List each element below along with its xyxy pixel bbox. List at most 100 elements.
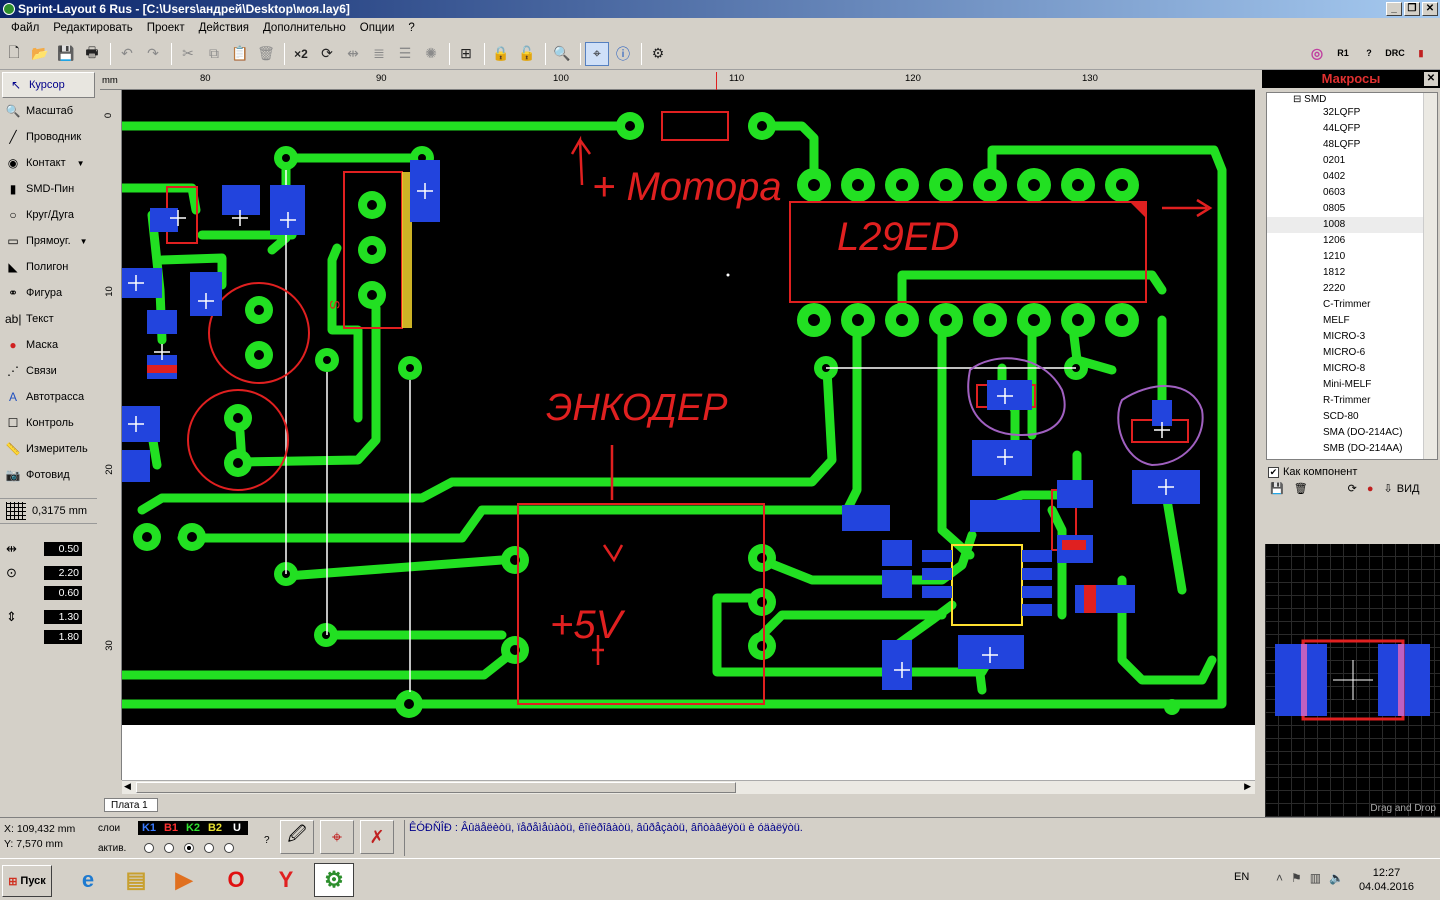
zoom-icon[interactable]: 🔍: [553, 45, 571, 61]
radio-b2[interactable]: [204, 843, 214, 853]
question-icon[interactable]: ?: [1366, 48, 1372, 58]
macros-tree[interactable]: ⊟ SMD 32LQFP 44LQFP 48LQFP 0201 0402 060…: [1266, 92, 1438, 460]
group-icon[interactable]: ⊞: [460, 45, 472, 61]
grid-selector[interactable]: 0,3175 mm: [0, 498, 97, 524]
settings-icon[interactable]: ✺: [425, 45, 437, 61]
crosshair-icon[interactable]: ⌖: [320, 820, 354, 854]
copy-icon[interactable]: ⧉: [209, 45, 219, 61]
list-item[interactable]: R-Trimmer: [1323, 395, 1371, 406]
tool-connections[interactable]: ⋰Связи: [0, 358, 97, 384]
layer-k1[interactable]: K1: [138, 821, 160, 835]
media-icon[interactable]: ▶: [175, 867, 193, 892]
list-item[interactable]: MICRO-6: [1323, 347, 1366, 358]
open-folder-icon[interactable]: 📂: [31, 45, 49, 61]
opera-icon[interactable]: O: [227, 867, 245, 892]
horizontal-scrollbar[interactable]: ◀ ▶: [122, 780, 1255, 794]
layer-k2[interactable]: K2: [182, 821, 204, 835]
chevron-up-icon[interactable]: ˄: [1276, 871, 1284, 885]
list-item[interactable]: 2220: [1323, 283, 1346, 294]
as-component-checkbox[interactable]: ✔: [1268, 466, 1279, 478]
list-item-selected[interactable]: 1008: [1267, 217, 1437, 233]
flag-icon[interactable]: ⚑: [1291, 871, 1302, 885]
list-item[interactable]: 1812: [1323, 267, 1346, 278]
menu-edit[interactable]: Редактировать: [53, 22, 133, 34]
menu-file[interactable]: Файл: [11, 22, 40, 34]
list-item[interactable]: 0603: [1323, 187, 1346, 198]
undo-icon[interactable]: ↶: [121, 45, 133, 61]
delete-icon[interactable]: 🗑: [257, 45, 275, 61]
rotate-icon[interactable]: ⟳: [1347, 483, 1357, 495]
snap-icon[interactable]: ⌖: [585, 41, 609, 66]
tool-check[interactable]: ☐Контроль: [0, 410, 97, 436]
tool-photoview[interactable]: 📷Фотовид: [0, 462, 97, 488]
list-item[interactable]: SCD-80: [1323, 411, 1359, 422]
scroll-thumb[interactable]: [136, 782, 736, 793]
radio-k2[interactable]: [184, 843, 194, 853]
duplicate-button[interactable]: ×2: [294, 46, 308, 61]
pcb-drawing[interactable]: + Мотора L29ED ЭНКОДЕР +5V S: [117, 90, 1255, 725]
pad-icon[interactable]: ◎: [1310, 44, 1324, 61]
menu-project[interactable]: Проект: [146, 22, 185, 34]
distribute-icon[interactable]: ☰: [398, 45, 412, 61]
list-item[interactable]: MICRO-3: [1323, 331, 1366, 342]
network-icon[interactable]: ▥: [1309, 871, 1322, 885]
download-icon[interactable]: ⇩: [1383, 483, 1393, 495]
pcb-canvas[interactable]: + Мотора L29ED ЭНКОДЕР +5V S: [117, 90, 1255, 725]
new-file-icon[interactable]: 🗋: [8, 43, 20, 60]
menu-extra[interactable]: Дополнительно: [263, 22, 346, 34]
tool-zoom[interactable]: 🔍Масштаб: [0, 98, 97, 124]
yandex-icon[interactable]: Y: [278, 867, 294, 892]
tool-mask[interactable]: ●Маска: [0, 332, 97, 358]
drc-icon[interactable]: DRC: [1385, 48, 1405, 58]
track-width-value[interactable]: 0.50: [44, 542, 82, 556]
pad-inner-value[interactable]: 0.60: [44, 586, 82, 600]
tool-rect[interactable]: ▭Прямоуг.▼: [0, 228, 97, 254]
layer-b2[interactable]: B2: [204, 821, 226, 835]
sheet-tab[interactable]: Плата 1: [104, 798, 158, 812]
layer-help[interactable]: ?: [264, 835, 270, 846]
record-icon[interactable]: ●: [1366, 482, 1374, 495]
list-item[interactable]: 0805: [1323, 203, 1346, 214]
pad-outer-value[interactable]: 2.20: [44, 566, 82, 580]
close-icon[interactable]: ✕: [1424, 72, 1438, 86]
radio-u[interactable]: [224, 843, 234, 853]
menu-options[interactable]: Опции: [359, 22, 395, 34]
list-item[interactable]: 0402: [1323, 171, 1346, 182]
r1-icon[interactable]: R1: [1337, 48, 1349, 58]
list-item[interactable]: SMB (DO-214AA): [1323, 443, 1403, 454]
collapse-icon[interactable]: ⊟: [1293, 94, 1302, 105]
volume-icon[interactable]: 🔈: [1329, 871, 1345, 885]
layer-b1[interactable]: B1: [160, 821, 182, 835]
list-item[interactable]: Mini-MELF: [1323, 379, 1372, 390]
radio-b1[interactable]: [164, 843, 174, 853]
align-icon[interactable]: ≣: [373, 45, 385, 61]
list-item[interactable]: 32LQFP: [1323, 107, 1361, 118]
tool-smd[interactable]: ▮SMD-Пин: [0, 176, 97, 202]
menu-help[interactable]: ?: [408, 22, 415, 34]
scroll-right-icon[interactable]: ▶: [1244, 781, 1251, 791]
save-icon[interactable]: 💾: [1270, 483, 1284, 495]
restore-button[interactable]: ❐: [1404, 2, 1420, 16]
canvas-empty-area[interactable]: [122, 725, 1255, 780]
print-icon[interactable]: 🖶: [85, 43, 99, 60]
sprint-layout-task-icon[interactable]: ⚙: [314, 863, 354, 897]
rotate-icon[interactable]: ⟳: [321, 45, 333, 61]
lock-icon[interactable]: 🔒: [492, 45, 510, 61]
list-item[interactable]: C-Trimmer: [1323, 299, 1371, 310]
clock[interactable]: 12:27 04.04.2016: [1359, 866, 1414, 894]
smd-w-value[interactable]: 1.30: [44, 610, 82, 624]
redo-icon[interactable]: ↷: [147, 45, 159, 61]
trash-icon[interactable]: 🗑: [1293, 483, 1308, 495]
list-item[interactable]: 48LQFP: [1323, 139, 1361, 150]
explorer-icon[interactable]: ▤: [125, 867, 147, 892]
save-icon[interactable]: 💾: [57, 45, 75, 61]
tool-pad[interactable]: ◉Контакт▼: [0, 150, 97, 176]
unlock-icon[interactable]: 🔓: [518, 45, 536, 61]
list-item[interactable]: SMA (DO-214AC): [1323, 427, 1403, 438]
close-button[interactable]: ✕: [1422, 2, 1438, 16]
list-item[interactable]: 1210: [1323, 251, 1346, 262]
tool-text[interactable]: ab|Текст: [0, 306, 97, 332]
mirror-h-icon[interactable]: ⇹: [347, 45, 359, 61]
tool-cursor[interactable]: ↖Курсор: [2, 72, 95, 98]
